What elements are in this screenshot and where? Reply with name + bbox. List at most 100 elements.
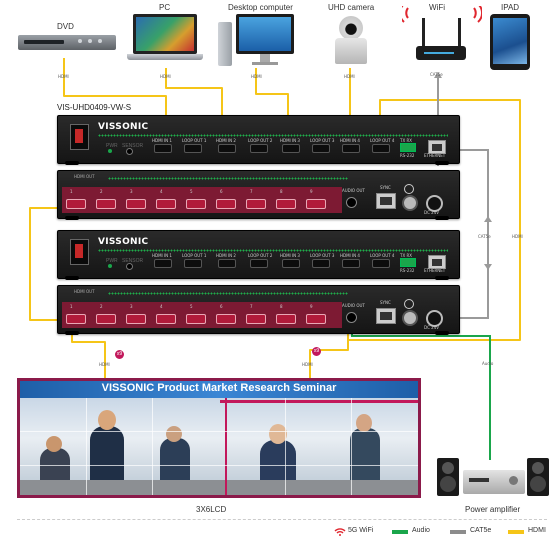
power-switch-2[interactable] — [70, 239, 89, 265]
audio-out-jack[interactable] — [346, 197, 357, 208]
pc-hdmi-tag: HDMI — [160, 74, 171, 79]
wall-title: VISSONIC Product Market Research Seminar — [101, 382, 337, 394]
hdmi-out-2[interactable] — [96, 199, 116, 209]
hdmi-in-1-port-2[interactable] — [154, 259, 172, 268]
ir-sensor — [126, 148, 133, 155]
audio-tag: Audio — [482, 361, 494, 366]
legend-hdmi-swatch — [508, 530, 524, 534]
hdmi-out-6-b[interactable] — [216, 314, 236, 324]
rs232-terminal[interactable] — [400, 143, 416, 152]
sync-port[interactable] — [376, 193, 396, 209]
output-hdmi-tag-left: HDMI — [99, 362, 110, 367]
hdmi-out-1[interactable] — [66, 199, 86, 209]
hdmi-in-4-port[interactable] — [342, 144, 360, 153]
hdmi-out-8-b[interactable] — [276, 314, 296, 324]
hdmi-out-3-b[interactable] — [126, 314, 146, 324]
wifi-label: WiFi — [429, 3, 445, 12]
hdmi-out-1-b[interactable] — [66, 314, 86, 324]
loop-out-3-port-2[interactable] — [312, 259, 330, 268]
cat5e-cable-link — [448, 149, 489, 319]
laptop — [127, 14, 203, 62]
legend-audio: Audio — [412, 527, 430, 534]
hdmi-out-3[interactable] — [126, 199, 146, 209]
legend-hdmi: HDMI — [528, 527, 546, 534]
dvd-hdmi-tag: HDMI — [58, 74, 69, 79]
pc-label: PC — [159, 3, 171, 12]
model-label: VIS-UHD0409-VW-S — [57, 103, 132, 112]
count-badge-right: x9 — [312, 347, 321, 356]
camera-hdmi-tag: HDMI — [344, 74, 355, 79]
hdmi-out-9[interactable] — [306, 199, 326, 209]
ground-terminal[interactable] — [402, 195, 418, 211]
hdmi-out-4-b[interactable] — [156, 314, 176, 324]
legend: 5G WiFi Audio CAT5e HDMI — [330, 526, 550, 538]
count-badge-left: x9 — [115, 350, 124, 359]
hdmi-in-1-port[interactable] — [154, 144, 172, 153]
ipad-label: IPAD — [501, 3, 520, 12]
hdmi-cable-output-right — [309, 318, 349, 378]
hdmi-out-2-b[interactable] — [96, 314, 116, 324]
brand-logo: VISSONIC — [98, 122, 149, 132]
legend-audio-swatch — [392, 530, 408, 534]
video-wall: VISSONIC Product Market Research Seminar — [17, 378, 421, 498]
router-icon — [402, 6, 482, 60]
brand-logo-2: VISSONIC — [98, 237, 149, 247]
output-hdmi-tag-right: HDMI — [302, 362, 313, 367]
hdmi-out-7[interactable] — [246, 199, 266, 209]
power-amplifier — [437, 458, 553, 498]
hdmi-in-2-port-2[interactable] — [218, 259, 236, 268]
right-speaker — [527, 458, 549, 496]
legend-cat5e-swatch — [450, 530, 466, 534]
matrix-unit-1-front: VISSONIC PWR SENSOR HDMI IN 1 LOOP OUT 1… — [57, 115, 460, 164]
hdmi-in-3-port-2[interactable] — [282, 259, 300, 268]
loop-out-3-port[interactable] — [312, 144, 330, 153]
pwr-led — [108, 149, 112, 153]
audio-out-jack-2[interactable] — [346, 312, 357, 323]
link-cat5e-tag: CAT5e — [478, 234, 491, 239]
loop-out-4-port-2[interactable] — [372, 259, 390, 268]
desktop-label: Desktop computer — [228, 3, 293, 12]
camera-label: UHD camera — [328, 3, 375, 12]
ground-terminal-2[interactable] — [402, 310, 418, 326]
dc-power-jack[interactable] — [426, 195, 443, 212]
loop-out-4-port[interactable] — [372, 144, 390, 153]
link-hdmi-tag: HDMI — [512, 234, 523, 239]
hdmi-out-7-b[interactable] — [246, 314, 266, 324]
dvd-player — [18, 35, 116, 50]
hdmi-in-2-port[interactable] — [218, 144, 236, 153]
wifi-cat5e-tag: CAT5e — [430, 72, 443, 77]
loop-out-2-port[interactable] — [250, 144, 268, 153]
wifi-icon — [334, 528, 346, 536]
power-switch[interactable] — [70, 124, 89, 150]
presenter-figure — [90, 426, 124, 486]
conference-scene — [20, 398, 418, 495]
rs232-terminal-2[interactable] — [400, 258, 416, 267]
matrix-unit-2-rear: HDMI OUT 1 2 3 4 5 6 7 8 9 AUDIO OUT SYN… — [57, 285, 460, 334]
amplifier-box — [463, 470, 525, 494]
ground-icon-2 — [404, 299, 414, 309]
legend-wifi: 5G WiFi — [348, 527, 374, 534]
wall-caption: 3X6LCD — [196, 505, 227, 514]
hdmi-out-9-b[interactable] — [306, 314, 326, 324]
hdmi-out-5[interactable] — [186, 199, 206, 209]
ethernet-port-2[interactable] — [428, 255, 446, 269]
desktop-computer — [218, 14, 298, 68]
amplifier-label: Power amplifier — [465, 505, 521, 514]
hdmi-out-8[interactable] — [276, 199, 296, 209]
hdmi-in-3-port[interactable] — [282, 144, 300, 153]
hdmi-out-6[interactable] — [216, 199, 236, 209]
hdmi-out-5-b[interactable] — [186, 314, 206, 324]
ethernet-port[interactable] — [428, 140, 446, 154]
dc-power-jack-2[interactable] — [426, 310, 443, 327]
matrix-unit-1-rear: HDMI OUT 1 2 3 4 5 6 7 8 9 AUDIO OUT SYN… — [57, 170, 460, 219]
sync-port-2[interactable] — [376, 308, 396, 324]
loop-out-1-port[interactable] — [184, 144, 202, 153]
hdmi-out-4[interactable] — [156, 199, 176, 209]
hdmi-in-4-port-2[interactable] — [342, 259, 360, 268]
dvd-label: DVD — [57, 22, 74, 31]
ipad-device — [490, 14, 530, 70]
loop-out-2-port-2[interactable] — [250, 259, 268, 268]
ptz-camera — [333, 16, 369, 66]
legend-cat5e: CAT5e — [470, 527, 492, 534]
loop-out-1-port-2[interactable] — [184, 259, 202, 268]
